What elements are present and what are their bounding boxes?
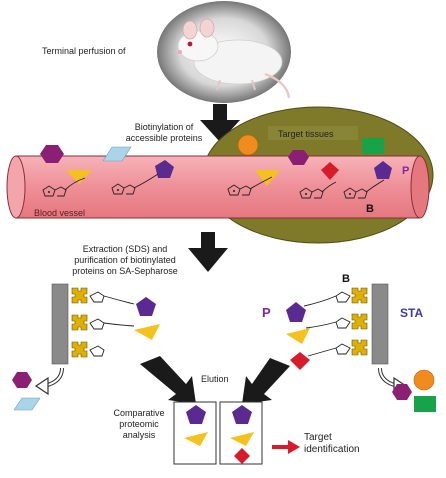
comparative-line-1: Comparative (113, 408, 165, 418)
biotinylation-line-1: Biotinylation of (134, 122, 194, 132)
streptavidin-right-1 (351, 287, 368, 304)
blood-vessel-label: Blood vessel (34, 208, 86, 218)
p-label-vessel: P (402, 165, 410, 177)
biotin-structure-3 (227, 176, 273, 196)
rectangle-protein-tissue (362, 138, 384, 154)
pentagon-protein-vessel-2 (374, 161, 392, 179)
streptavidin-left-3 (71, 341, 88, 358)
comparative-label: Comparative proteomic analysis (106, 408, 172, 441)
biotin-structure-5 (343, 179, 385, 199)
target-line-2: identification (304, 444, 360, 455)
pentagon-protein-bound-right (286, 302, 306, 322)
down-arrow-2 (188, 232, 228, 272)
streptavidin-right-3 (351, 339, 368, 356)
sta-label: STA (400, 306, 424, 320)
comparative-line-2: proteomic (119, 419, 159, 429)
red-arrow (272, 440, 300, 454)
streptavidin-left-2 (71, 314, 88, 331)
biotin-linker-right (303, 291, 351, 357)
diamond-protein-box-right (234, 448, 250, 464)
hexagon-protein-top (40, 145, 64, 163)
extraction-line-3: proteins on SA-Sepharose (72, 266, 178, 276)
diamond-protein-vessel (321, 162, 339, 180)
extraction-label: Extraction (SDS) and purification of bio… (56, 244, 194, 277)
b-label-right: B (342, 273, 350, 285)
streptavidin-right-2 (351, 313, 368, 330)
down-arrow-1 (200, 104, 240, 142)
parallelogram-protein-released (13, 397, 41, 411)
biotin-structure-1 (42, 177, 86, 197)
triangle-protein-vessel-1 (66, 170, 92, 184)
pentagon-protein-captured (136, 297, 156, 316)
hexagon-protein-vessel (288, 150, 309, 165)
rectangle-protein-released-right (414, 396, 436, 412)
pentagon-protein-box-left (186, 405, 206, 424)
elution-label: Elution (201, 374, 229, 384)
b-label-vessel: B (366, 203, 374, 215)
rat-photo (157, 1, 291, 103)
parallelogram-protein-top (102, 146, 132, 162)
pentagon-protein-box-right (232, 405, 252, 424)
biotin-structure-2 (111, 173, 159, 195)
biotin-linker-left (89, 291, 135, 357)
circle-protein-tissue (237, 134, 259, 156)
hexagon-protein-released (12, 372, 32, 388)
blood-vessel (6, 155, 430, 219)
triangle-protein-vessel-2 (255, 170, 280, 186)
extraction-line-1: Extraction (SDS) and (82, 244, 168, 254)
sepharose-bead-left (51, 283, 69, 365)
p-label-right: P (262, 305, 271, 320)
streptavidin-left-1 (71, 287, 88, 304)
triangle-protein-bound-right (286, 328, 310, 344)
elution-arrow-left (140, 356, 196, 404)
sepharose-bead-right (371, 283, 389, 365)
biotinylation-label: Biotinylation of accessible proteins (112, 122, 216, 144)
triangle-protein-box-left (184, 432, 208, 446)
triangle-protein-box-right (230, 432, 254, 446)
biotinylation-line-2: accessible proteins (125, 133, 203, 143)
diamond-protein-bound-right (290, 352, 310, 370)
target-line-1: Target (304, 432, 332, 443)
triangle-protein-captured (134, 324, 160, 340)
comparative-line-3: analysis (122, 430, 156, 440)
biotin-structure-4 (299, 181, 337, 199)
hexagon-protein-released-right (392, 384, 412, 400)
pentagon-protein-vessel-1 (155, 160, 174, 178)
target-tissues-label-bg (268, 126, 358, 140)
target-identification-label: Target identification (304, 432, 360, 456)
circle-protein-released-right (413, 369, 435, 391)
terminal-perfusion-label: Terminal perfusion of (42, 46, 126, 56)
curved-arrow-left (34, 367, 64, 396)
elution-arrow-right (242, 358, 290, 404)
extraction-line-2: purification of biotinylated (74, 255, 176, 265)
target-tissues-label: Target tissues (278, 129, 334, 139)
